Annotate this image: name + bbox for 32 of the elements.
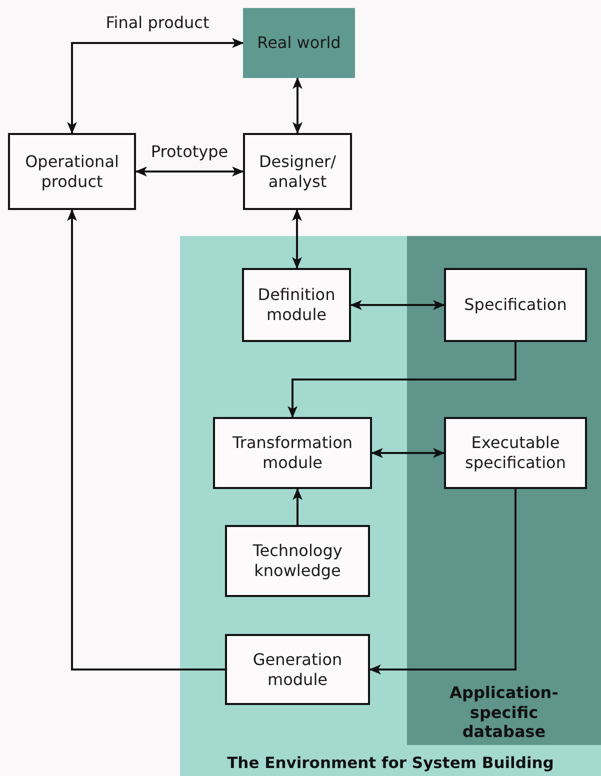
box-label: Definition module [256,285,336,325]
box-label: Specification [464,295,567,315]
box-label: Operational product [24,152,120,192]
process-box [444,417,587,489]
process-box [225,634,370,705]
environment-panel [180,236,601,776]
panel-title: The Environment for System Building [226,754,555,773]
arrow [371,448,445,458]
box-label: Real world [257,33,341,53]
arrow [135,166,244,176]
arrow [292,488,302,525]
arrow [288,342,516,418]
process-box [444,268,587,342]
process-box [242,268,351,342]
box-label: Generation module [252,650,344,690]
database-panel [407,236,601,745]
arrow [369,489,516,674]
process-box [243,133,352,210]
process-box [8,133,136,210]
arrow [67,38,244,134]
box-label: Technology knowledge [252,541,344,581]
box-label: Executable specification [464,433,567,473]
panel-title: Application-specific database [448,683,560,741]
shaded-box [243,8,355,78]
process-box [225,525,370,597]
arrow [292,77,302,134]
arrow [292,209,302,269]
arrow [67,209,225,670]
box-label: Transformation module [231,433,354,473]
box-label: Designer/ analyst [258,152,338,192]
arrow [350,300,445,310]
process-box [213,417,372,489]
